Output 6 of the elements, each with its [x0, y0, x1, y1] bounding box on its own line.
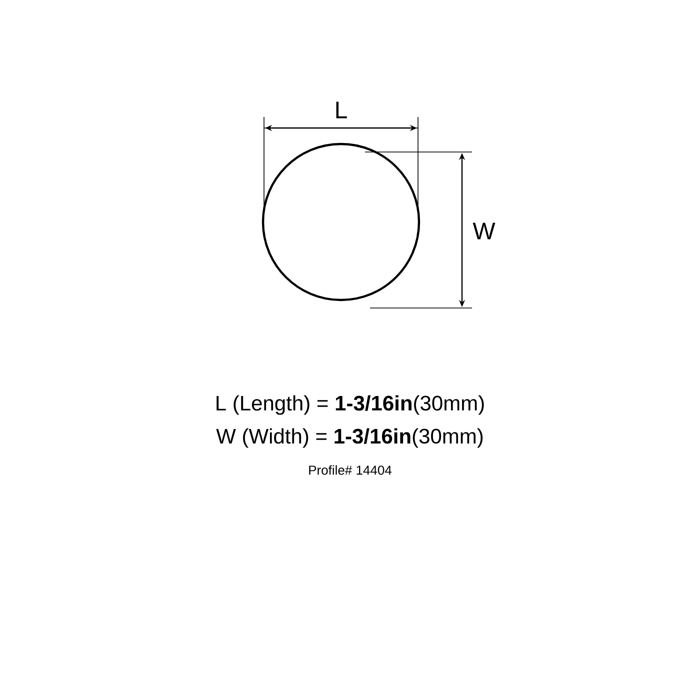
- dimension-label: L: [336, 102, 347, 118]
- dimension-label: W: [472, 222, 496, 240]
- profile-number: Profile# 14404: [309, 465, 392, 475]
- measurement-text: W (Width) = 1-3/16in(30mm): [216, 428, 483, 448]
- measurement-text: L (Length) = 1-3/16in(30mm): [216, 395, 484, 415]
- knob-circle: [262, 142, 420, 302]
